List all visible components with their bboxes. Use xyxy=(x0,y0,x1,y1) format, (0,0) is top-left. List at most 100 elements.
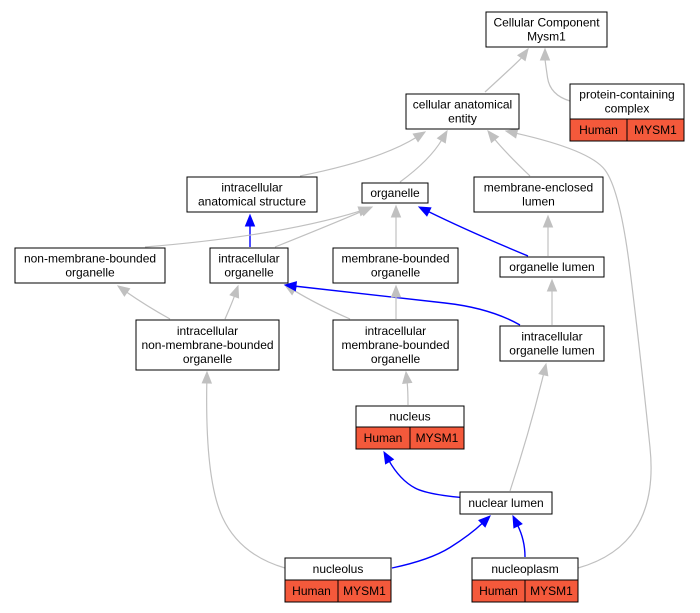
node-label-line: nucleolus xyxy=(313,562,364,576)
edge-line xyxy=(516,524,526,558)
tag-label: Human xyxy=(579,123,618,137)
edge-arrowhead xyxy=(478,515,491,528)
edge-io-to-org xyxy=(274,206,374,248)
tag-label: MYSM1 xyxy=(530,584,573,598)
node-box xyxy=(569,83,685,120)
edge-line xyxy=(544,58,571,102)
edge-line xyxy=(515,132,652,569)
node-label-line: lumen xyxy=(522,195,555,209)
edge-arrowhead xyxy=(512,514,523,529)
edge-line xyxy=(509,373,545,492)
edge-mbo-to-org xyxy=(390,204,402,248)
edge-nucleolus-to-nl xyxy=(391,515,491,569)
edge-io-to-ias xyxy=(244,213,256,248)
node-label-line: membrane-enclosed xyxy=(484,181,593,195)
node-label-line: organelle xyxy=(370,186,420,200)
node-nl[interactable]: nuclear lumen xyxy=(459,491,553,515)
tag-box xyxy=(337,579,392,603)
edge-arrowhead xyxy=(283,281,298,292)
edge-arrowhead xyxy=(417,206,432,217)
node-label-line: organelle xyxy=(224,266,274,280)
tag-label: Human xyxy=(292,584,331,598)
edges-layer xyxy=(116,47,652,569)
node-box xyxy=(186,176,318,213)
edge-line xyxy=(406,381,409,406)
node-label-line: non-membrane-bounded xyxy=(141,338,273,352)
edge-line xyxy=(125,291,171,320)
node-label-line: intracellular xyxy=(221,181,282,195)
node-label-line: non-membrane-bounded xyxy=(24,252,156,266)
node-box xyxy=(459,491,553,515)
edge-imbo-to-mbo xyxy=(390,284,402,320)
node-label-line: nucleus xyxy=(389,410,430,424)
node-label-line: Cellular Component xyxy=(493,16,600,30)
edge-arrowhead xyxy=(116,285,131,297)
edge-ias-to-cae xyxy=(299,131,427,177)
node-label-line: complex xyxy=(605,102,650,116)
edge-arrowhead xyxy=(412,131,427,143)
node-label-line: cellular anatomical xyxy=(413,98,512,112)
node-label-line: membrane-bounded xyxy=(341,252,449,266)
edge-arrowhead xyxy=(542,214,554,228)
edge-line xyxy=(299,136,417,177)
edge-arrowhead xyxy=(229,284,240,299)
edge-cae-to-root xyxy=(484,47,529,93)
edge-arrowhead xyxy=(546,278,558,292)
tag-label: MYSM1 xyxy=(416,431,459,445)
node-box xyxy=(14,247,166,284)
node-inmbo[interactable]: intracellularnon-membrane-boundedorganel… xyxy=(135,319,280,371)
node-label-line: organelle xyxy=(371,352,421,366)
node-box xyxy=(332,247,459,284)
edge-line xyxy=(388,460,483,500)
edge-line xyxy=(484,56,523,93)
node-org[interactable]: organelle xyxy=(361,182,429,204)
tag-label: MYSM1 xyxy=(634,123,677,137)
node-label-line: intracellular xyxy=(521,330,582,344)
node-label-line: Mysm1 xyxy=(527,30,566,44)
edge-arrowhead xyxy=(201,370,213,384)
node-label-line: organelle xyxy=(371,266,421,280)
node-label-line: anatomical structure xyxy=(198,195,306,209)
edge-line xyxy=(427,210,529,257)
edge-arrowhead xyxy=(390,284,402,298)
edge-ol-to-mel xyxy=(542,214,554,257)
node-box xyxy=(405,93,520,130)
edge-line xyxy=(224,295,236,320)
edge-nuc-to-imbo xyxy=(402,370,413,406)
edge-inmbo-to-nmbo xyxy=(116,285,171,320)
node-box xyxy=(135,319,280,371)
node-label-line: organelle lumen xyxy=(509,344,594,358)
edge-nl-to-iol xyxy=(509,362,549,492)
edge-line xyxy=(274,210,364,248)
node-box xyxy=(499,325,605,362)
edge-nucleolus-to-inmbo xyxy=(201,370,286,569)
edge-arrowhead xyxy=(516,47,529,62)
nodes-layer: Cellular ComponentMysm1protein-containin… xyxy=(14,11,685,603)
edge-iol-to-ol xyxy=(546,278,558,325)
edge-np-to-nl xyxy=(512,514,526,558)
node-label-line: organelle xyxy=(183,352,233,366)
edge-nmbo-to-org xyxy=(144,206,372,248)
node-ol[interactable]: organelle lumen xyxy=(499,256,605,278)
node-label-line: entity xyxy=(448,112,477,126)
edge-line xyxy=(294,285,521,326)
edge-pcc-to-root xyxy=(539,47,571,102)
node-label-line: organelle lumen xyxy=(509,260,594,274)
edge-arrowhead xyxy=(390,204,402,218)
edge-arrowhead xyxy=(359,206,374,217)
edge-line xyxy=(391,522,484,569)
